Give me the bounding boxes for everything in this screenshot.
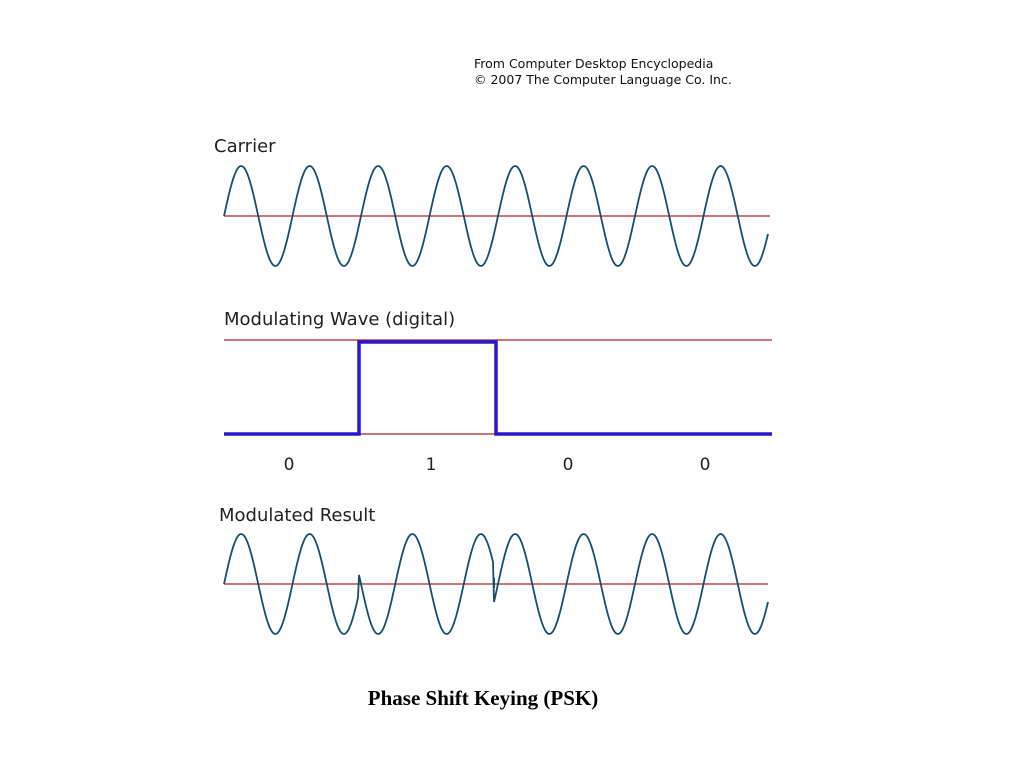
digital-signal	[224, 340, 772, 436]
credit-line-2: © 2007 The Computer Language Co. Inc.	[474, 72, 732, 87]
credit-line-1: From Computer Desktop Encyclopedia	[474, 56, 713, 71]
carrier-wave	[223, 165, 769, 267]
modulating-label: Modulating Wave (digital)	[224, 309, 455, 330]
figure-caption: Phase Shift Keying (PSK)	[367, 686, 599, 710]
bit-label: 0	[284, 455, 295, 475]
bit-label: 1	[426, 455, 437, 475]
bit-label: 0	[563, 455, 574, 475]
carrier-label: Carrier	[214, 136, 276, 157]
modulated-wave	[223, 533, 769, 635]
result-label: Modulated Result	[219, 505, 375, 526]
bit-label: 0	[700, 455, 711, 475]
